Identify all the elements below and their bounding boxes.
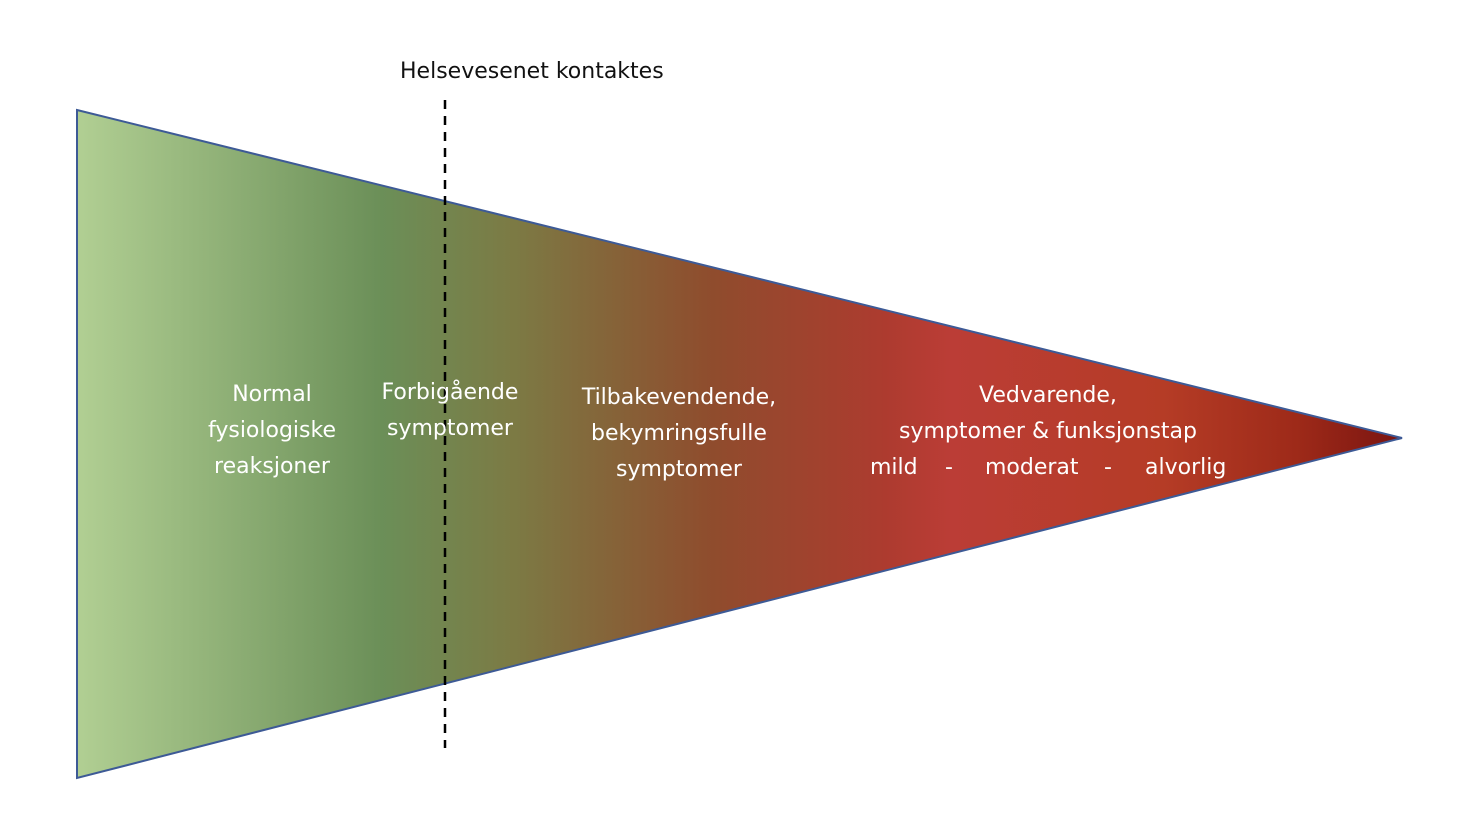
severity-moderate: moderat xyxy=(985,455,1079,480)
funnel-shape xyxy=(76,108,1403,780)
severity-separator: - xyxy=(1104,455,1112,480)
stage-recurrent-label: Tilbakevendende, bekymringsfulle symptom… xyxy=(548,380,810,488)
severity-severe: alvorlig xyxy=(1145,455,1227,480)
stage-transient-label: Forbigående symptomer xyxy=(350,375,550,447)
contact-label: Helsevesenet kontaktes xyxy=(400,59,664,84)
severity-separator: - xyxy=(945,455,953,480)
stage-normal-line: reaksjoner xyxy=(214,454,330,479)
stage-persistent-line: Vedvarende, xyxy=(979,383,1117,408)
severity-scale: mild - moderat - alvorlig xyxy=(858,450,1238,486)
stage-persistent-line: symptomer & funksjonstap xyxy=(899,419,1197,444)
stage-normal-label: Normal fysiologiske reaksjoner xyxy=(172,377,372,485)
stage-normal-line: Normal xyxy=(232,382,312,407)
stage-transient-line: Forbigående xyxy=(381,380,519,405)
severity-mild: mild xyxy=(870,455,918,480)
stage-recurrent-line: symptomer xyxy=(616,457,742,482)
stage-transient-line: symptomer xyxy=(387,416,513,441)
stage-recurrent-line: bekymringsfulle xyxy=(591,421,767,446)
stage-recurrent-line: Tilbakevendende, xyxy=(581,385,777,410)
stage-persistent-label: Vedvarende, symptomer & funksjonstap mil… xyxy=(858,378,1238,486)
stage-normal-line: fysiologiske xyxy=(207,418,336,443)
